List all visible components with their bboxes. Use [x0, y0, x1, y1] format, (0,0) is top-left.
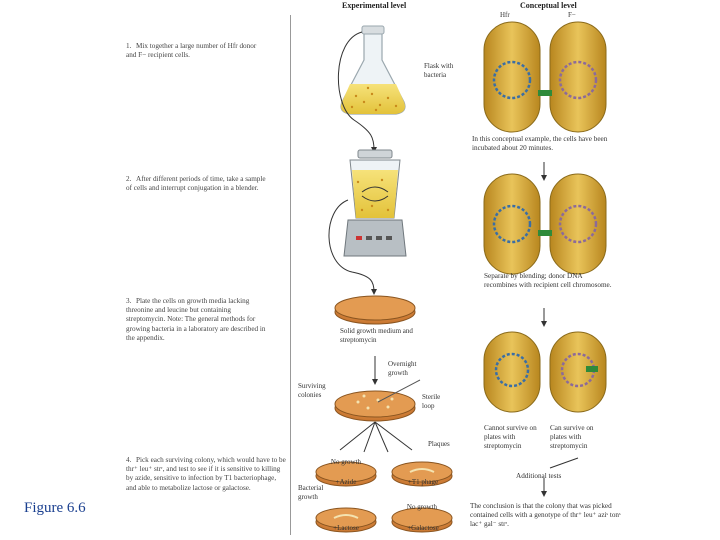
- note-cannot-survive: Cannot survive on plates with streptomyc…: [484, 424, 544, 450]
- plate-lactose-label: +Lactose: [326, 524, 366, 532]
- solid-medium-label: Solid growth medium and streptomycin: [340, 327, 430, 344]
- step-3-number: 3.: [126, 297, 136, 306]
- step-1-text: Mix together a large number of Hfr donor…: [126, 42, 256, 59]
- note-additional-tests: Additional tests: [516, 472, 561, 481]
- step-2-text: After different periods of time, take a …: [126, 175, 266, 192]
- step-1-number: 1.: [126, 42, 136, 51]
- note-can-survive: Can survive on plates with streptomycin: [550, 424, 610, 450]
- experimental-level-header: Experimental level: [342, 1, 406, 10]
- hfr-label: Hfr: [500, 11, 510, 20]
- step-4-text: Pick each surviving colony, which would …: [126, 456, 286, 492]
- plaques-label: Plaques: [428, 440, 450, 449]
- step-3-text: Plate the cells on growth media lacking …: [126, 297, 266, 342]
- figure-caption: Figure 6.6: [24, 500, 86, 517]
- sterile-loop-label: Sterile loop: [422, 393, 452, 410]
- plate-solid-medium: [335, 296, 415, 324]
- cell-pair-3: [484, 332, 606, 412]
- step-2: 2.After different periods of time, take …: [126, 175, 266, 193]
- note-conclusion: The conclusion is that the colony that w…: [470, 502, 630, 528]
- bacterial-growth-label: Bacterial growth: [298, 484, 328, 501]
- plate-galactose-label: +Galactose: [398, 524, 448, 532]
- step-4: 4.Pick each surviving colony, which woul…: [126, 456, 286, 493]
- note-blending: Separate by blending; donor DNA recombin…: [484, 272, 614, 290]
- step-2-number: 2.: [126, 175, 136, 184]
- step-1: 1.Mix together a large number of Hfr don…: [126, 42, 266, 60]
- conceptual-level-header: Conceptual level: [520, 1, 577, 10]
- experimental-illustrations: [292, 10, 470, 540]
- blender: [344, 150, 406, 256]
- flask-label: Flask with bacteria: [424, 62, 464, 79]
- surviving-colonies-label: Surviving colonies: [298, 382, 338, 399]
- note-incubated: In this conceptual example, the cells ha…: [472, 135, 622, 153]
- plate-azide-label: +Azide: [326, 478, 366, 486]
- column-divider: [290, 15, 291, 535]
- plate-t1-phage-label: +T1 phage: [398, 478, 448, 486]
- step-3: 3.Plate the cells on growth media lackin…: [126, 297, 266, 343]
- plate-no-growth-2: No growth: [400, 503, 444, 511]
- f-minus-label: F−: [568, 11, 576, 20]
- cell-pair-2: [484, 174, 606, 274]
- distribution-arrows: [340, 422, 412, 452]
- plate-surviving-colonies: [335, 380, 420, 421]
- step-4-number: 4.: [126, 456, 136, 465]
- cell-pair-1: [484, 22, 606, 132]
- plate-no-growth-1: No growth: [326, 458, 366, 466]
- overnight-label: Overnight growth: [388, 360, 428, 377]
